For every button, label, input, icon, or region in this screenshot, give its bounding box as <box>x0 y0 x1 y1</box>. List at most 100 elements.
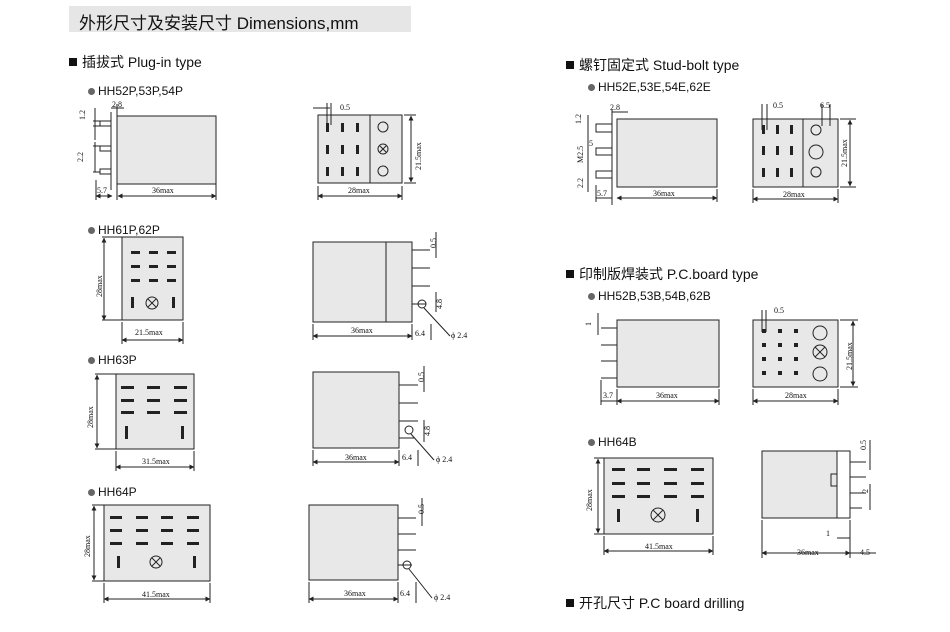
dot-bullet-icon <box>588 439 595 446</box>
dot-bullet-icon <box>88 227 95 234</box>
hh52p-end-view <box>313 103 416 200</box>
dim-6-5: 6.5 <box>820 101 830 110</box>
dim-21-5max: 21.5max <box>840 139 849 167</box>
dim-m2-5: M2.5 <box>576 146 585 163</box>
dim-28max: 28max <box>783 190 805 199</box>
model-hh61p: HH61P,62P <box>88 223 160 237</box>
dim-36max: 36max <box>344 589 366 598</box>
dim-2-8: 2.8 <box>112 100 122 109</box>
page-title-bar: 外形尺寸及安装尺寸 Dimensions,mm <box>69 6 411 33</box>
pin-slots <box>110 123 798 568</box>
section-drilling: 开孔尺寸 P.C board drilling <box>566 593 744 613</box>
section-drilling-label: 开孔尺寸 P.C board drilling <box>579 595 745 611</box>
dim-5-7: 5.7 <box>597 189 607 198</box>
dim-0-5: 0.5 <box>417 504 426 514</box>
model-hh63p: HH63P <box>88 353 137 367</box>
dim-21-5max: 21.5max <box>414 142 423 170</box>
dot-bullet-icon <box>88 357 95 364</box>
dim-2-8: 2.8 <box>610 103 620 112</box>
dot-bullet-icon <box>588 293 595 300</box>
hh52p-side-view <box>93 104 217 200</box>
dim-36max: 36max <box>351 326 373 335</box>
dim-6-4: 6.4 <box>400 589 410 598</box>
dim-0-5: 0.5 <box>417 372 426 382</box>
dim-36max: 36max <box>152 186 174 195</box>
model-hh61p-label: HH61P,62P <box>98 223 160 237</box>
model-hh52b-label: HH52B,53B,54B,62B <box>598 289 711 303</box>
square-bullet-icon <box>566 270 574 278</box>
dot-bullet-icon <box>588 84 595 91</box>
dim-41-5max: 41.5max <box>142 590 170 599</box>
model-hh64b: HH64B <box>588 435 637 449</box>
dot-bullet-icon <box>88 88 95 95</box>
dim-3-7: 3.7 <box>603 391 613 400</box>
dim-1-2: 1.2 <box>574 114 583 124</box>
dim-4-5: 4.5 <box>860 548 870 557</box>
dim-6-4: 6.4 <box>415 329 425 338</box>
model-hh52e-label: HH52E,53E,54E,62E <box>598 80 711 94</box>
model-hh52p-label: HH52P,53P,54P <box>98 84 183 98</box>
dim-28max: 28max <box>348 186 370 195</box>
dim-phi-2-4: ϕ 2.4 <box>434 593 450 602</box>
dim-36max: 36max <box>656 391 678 400</box>
section-plugin-label: 插拔式 Plug-in type <box>82 54 202 70</box>
square-bullet-icon <box>69 58 77 66</box>
dim-28max: 28max <box>585 489 594 511</box>
dim-4-8: 4.8 <box>435 299 444 309</box>
dim-2-2: 2.2 <box>76 152 85 162</box>
dim-4-8: 4.8 <box>423 426 432 436</box>
section-pcb-label: 印制版焊装式 P.C.board type <box>579 266 759 282</box>
dim-5-7: 5.7 <box>97 186 107 195</box>
model-hh64b-label: HH64B <box>598 435 637 449</box>
hh52e-side-view <box>587 110 718 205</box>
dim-36max: 36max <box>653 189 675 198</box>
model-hh52b: HH52B,53B,54B,62B <box>588 289 711 303</box>
dim-36max: 36max <box>797 548 819 557</box>
dim-1-2: 1.2 <box>78 110 87 120</box>
dim-1: 1 <box>826 529 830 538</box>
dim-31-5max: 31.5max <box>142 457 170 466</box>
dim-phi-2-4: ϕ 2.4 <box>436 455 452 464</box>
hh64b-side-view <box>761 440 876 558</box>
section-plugin: 插拔式 Plug-in type <box>69 52 202 72</box>
section-stud: 螺钉固定式 Stud-bolt type <box>566 55 739 75</box>
dim-0-5: 0.5 <box>859 440 868 450</box>
hh61p-side-view <box>312 232 451 340</box>
dim-2: 2 <box>861 489 870 493</box>
page-title: 外形尺寸及安装尺寸 Dimensions,mm <box>79 14 359 33</box>
dimension-labels: 2.8 1.2 2.2 5.7 36max 0.5 28max 21.5max … <box>76 100 870 602</box>
square-bullet-icon <box>566 61 574 69</box>
dim-21-5max: 21.5max <box>135 328 163 337</box>
model-hh64p-label: HH64P <box>98 485 137 499</box>
dim-5: 5 <box>589 139 593 148</box>
hh64b-end-view <box>594 457 714 555</box>
model-hh52p: HH52P,53P,54P <box>88 84 183 98</box>
hh52b-side-view <box>597 313 720 405</box>
dim-0-5: 0.5 <box>774 306 784 315</box>
dim-2-2: 2.2 <box>576 178 585 188</box>
dim-0-5: 0.5 <box>429 238 438 248</box>
dim-1: 1 <box>584 322 593 326</box>
dim-phi-2-4: ϕ 2.4 <box>451 331 467 340</box>
model-hh63p-label: HH63P <box>98 353 137 367</box>
dim-21-5max: 21.5max <box>845 342 854 370</box>
dot-bullet-icon <box>88 489 95 496</box>
hh64p-end-view <box>91 504 211 603</box>
dim-28max: 28max <box>95 275 104 297</box>
dim-0-5: 0.5 <box>340 103 350 112</box>
section-stud-label: 螺钉固定式 Stud-bolt type <box>579 57 740 73</box>
square-bullet-icon <box>566 599 574 607</box>
dim-28max: 28max <box>785 391 807 400</box>
section-pcb: 印制版焊装式 P.C.board type <box>566 264 758 284</box>
dim-6-4: 6.4 <box>402 453 412 462</box>
dim-41-5max: 41.5max <box>645 542 673 551</box>
model-hh52e: HH52E,53E,54E,62E <box>588 80 711 94</box>
dim-36max: 36max <box>345 453 367 462</box>
hh64p-side-view <box>308 498 433 603</box>
dim-28max: 28max <box>83 535 92 557</box>
hh52e-end-view <box>752 104 856 203</box>
hh63p-side-view <box>312 366 435 466</box>
dim-28max: 28max <box>86 406 95 428</box>
model-hh64p: HH64P <box>88 485 137 499</box>
